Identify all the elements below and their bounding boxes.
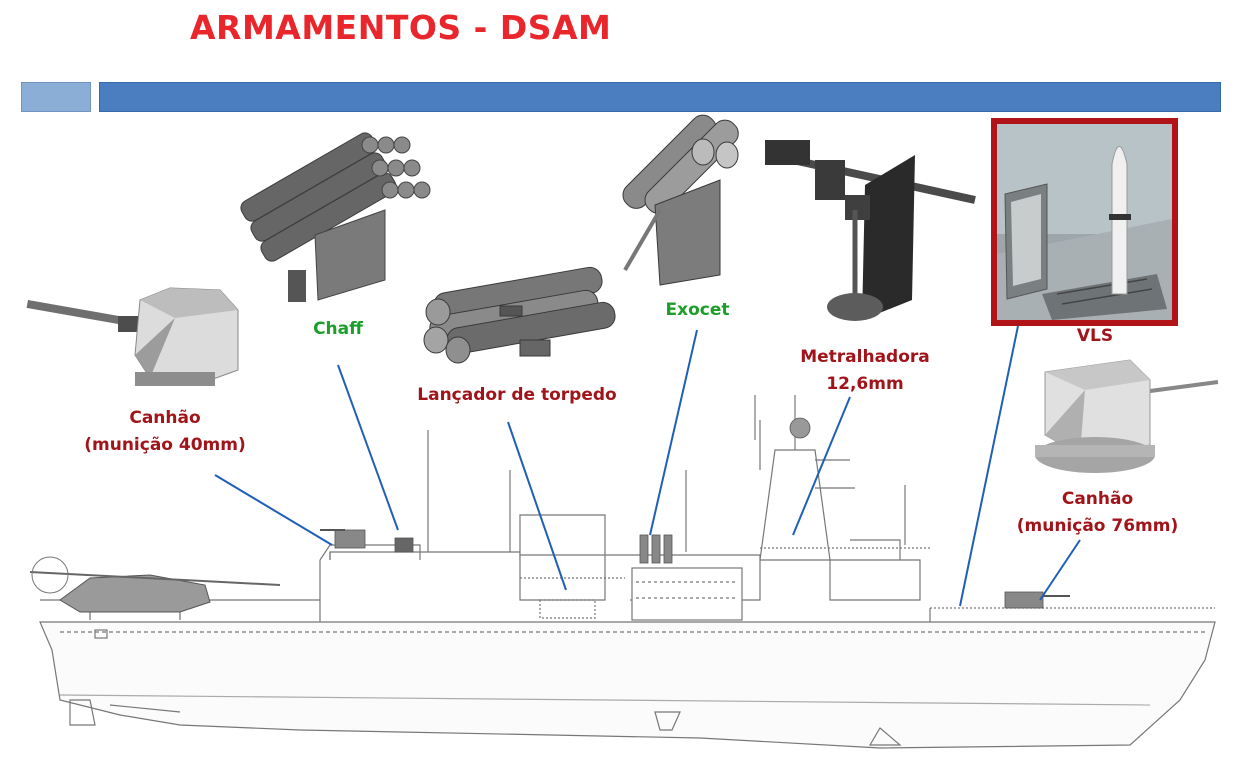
ship-mast: [759, 449, 831, 561]
metralhadora-render: [765, 140, 976, 321]
leader-torpedo: [507, 421, 567, 591]
header-bar-accent: [21, 82, 91, 112]
label-lancador-torpedo: Lançador de torpedo: [417, 385, 617, 405]
ship-railing: [520, 547, 930, 579]
leader-lines: [214, 325, 1081, 607]
ship-superstructure-aft: [329, 551, 521, 560]
label-metralhadora-line1: Metralhadora: [800, 347, 930, 367]
leader-vls: [959, 325, 1019, 607]
label-chaff: Chaff: [313, 319, 363, 339]
ship-propeller: [69, 699, 181, 726]
vls-render: [997, 124, 1172, 320]
ship-deckhouse: [631, 567, 743, 621]
label-canhao-76mm-line2: (munição 76mm): [1016, 516, 1179, 536]
deck-weapons: [320, 417, 1070, 609]
page-title: ARMAMENTOS - DSAM: [190, 8, 612, 47]
canhao-40mm-render: [26, 287, 239, 386]
ship-superstructure-fwd: [829, 559, 921, 601]
torpedo-launcher-render: [423, 266, 616, 364]
header-bar: [99, 82, 1221, 112]
leader-canhao-40: [214, 474, 333, 546]
label-canhao-76mm: Canhão (munição 76mm): [1005, 486, 1190, 540]
label-canhao-40mm-line2: (munição 40mm): [84, 435, 246, 455]
ship-hull: [39, 621, 1216, 749]
label-canhao-76mm-line1: Canhão: [1061, 489, 1134, 509]
chaff-render: [240, 132, 431, 302]
label-vls: VLS: [1076, 326, 1114, 346]
label-metralhadora-line2: 12,6mm: [826, 374, 904, 394]
leader-metralhadora: [792, 396, 851, 536]
ship-waterline: [59, 694, 1151, 706]
canhao-76mm-render: [1035, 359, 1219, 473]
ship-superstructure-mid: [519, 514, 606, 601]
vls-photo: [991, 118, 1178, 326]
leader-chaff: [337, 364, 399, 531]
leader-exocet: [649, 329, 698, 536]
label-exocet: Exocet: [665, 300, 730, 320]
leader-canhao-76: [1039, 539, 1081, 601]
helicopter: [29, 556, 281, 620]
label-canhao-40mm-line1: Canhão: [129, 408, 201, 428]
exocet-render: [622, 114, 739, 286]
label-canhao-40mm: Canhão (munição 40mm): [65, 405, 265, 459]
label-metralhadora: Metralhadora 12,6mm: [785, 344, 945, 398]
